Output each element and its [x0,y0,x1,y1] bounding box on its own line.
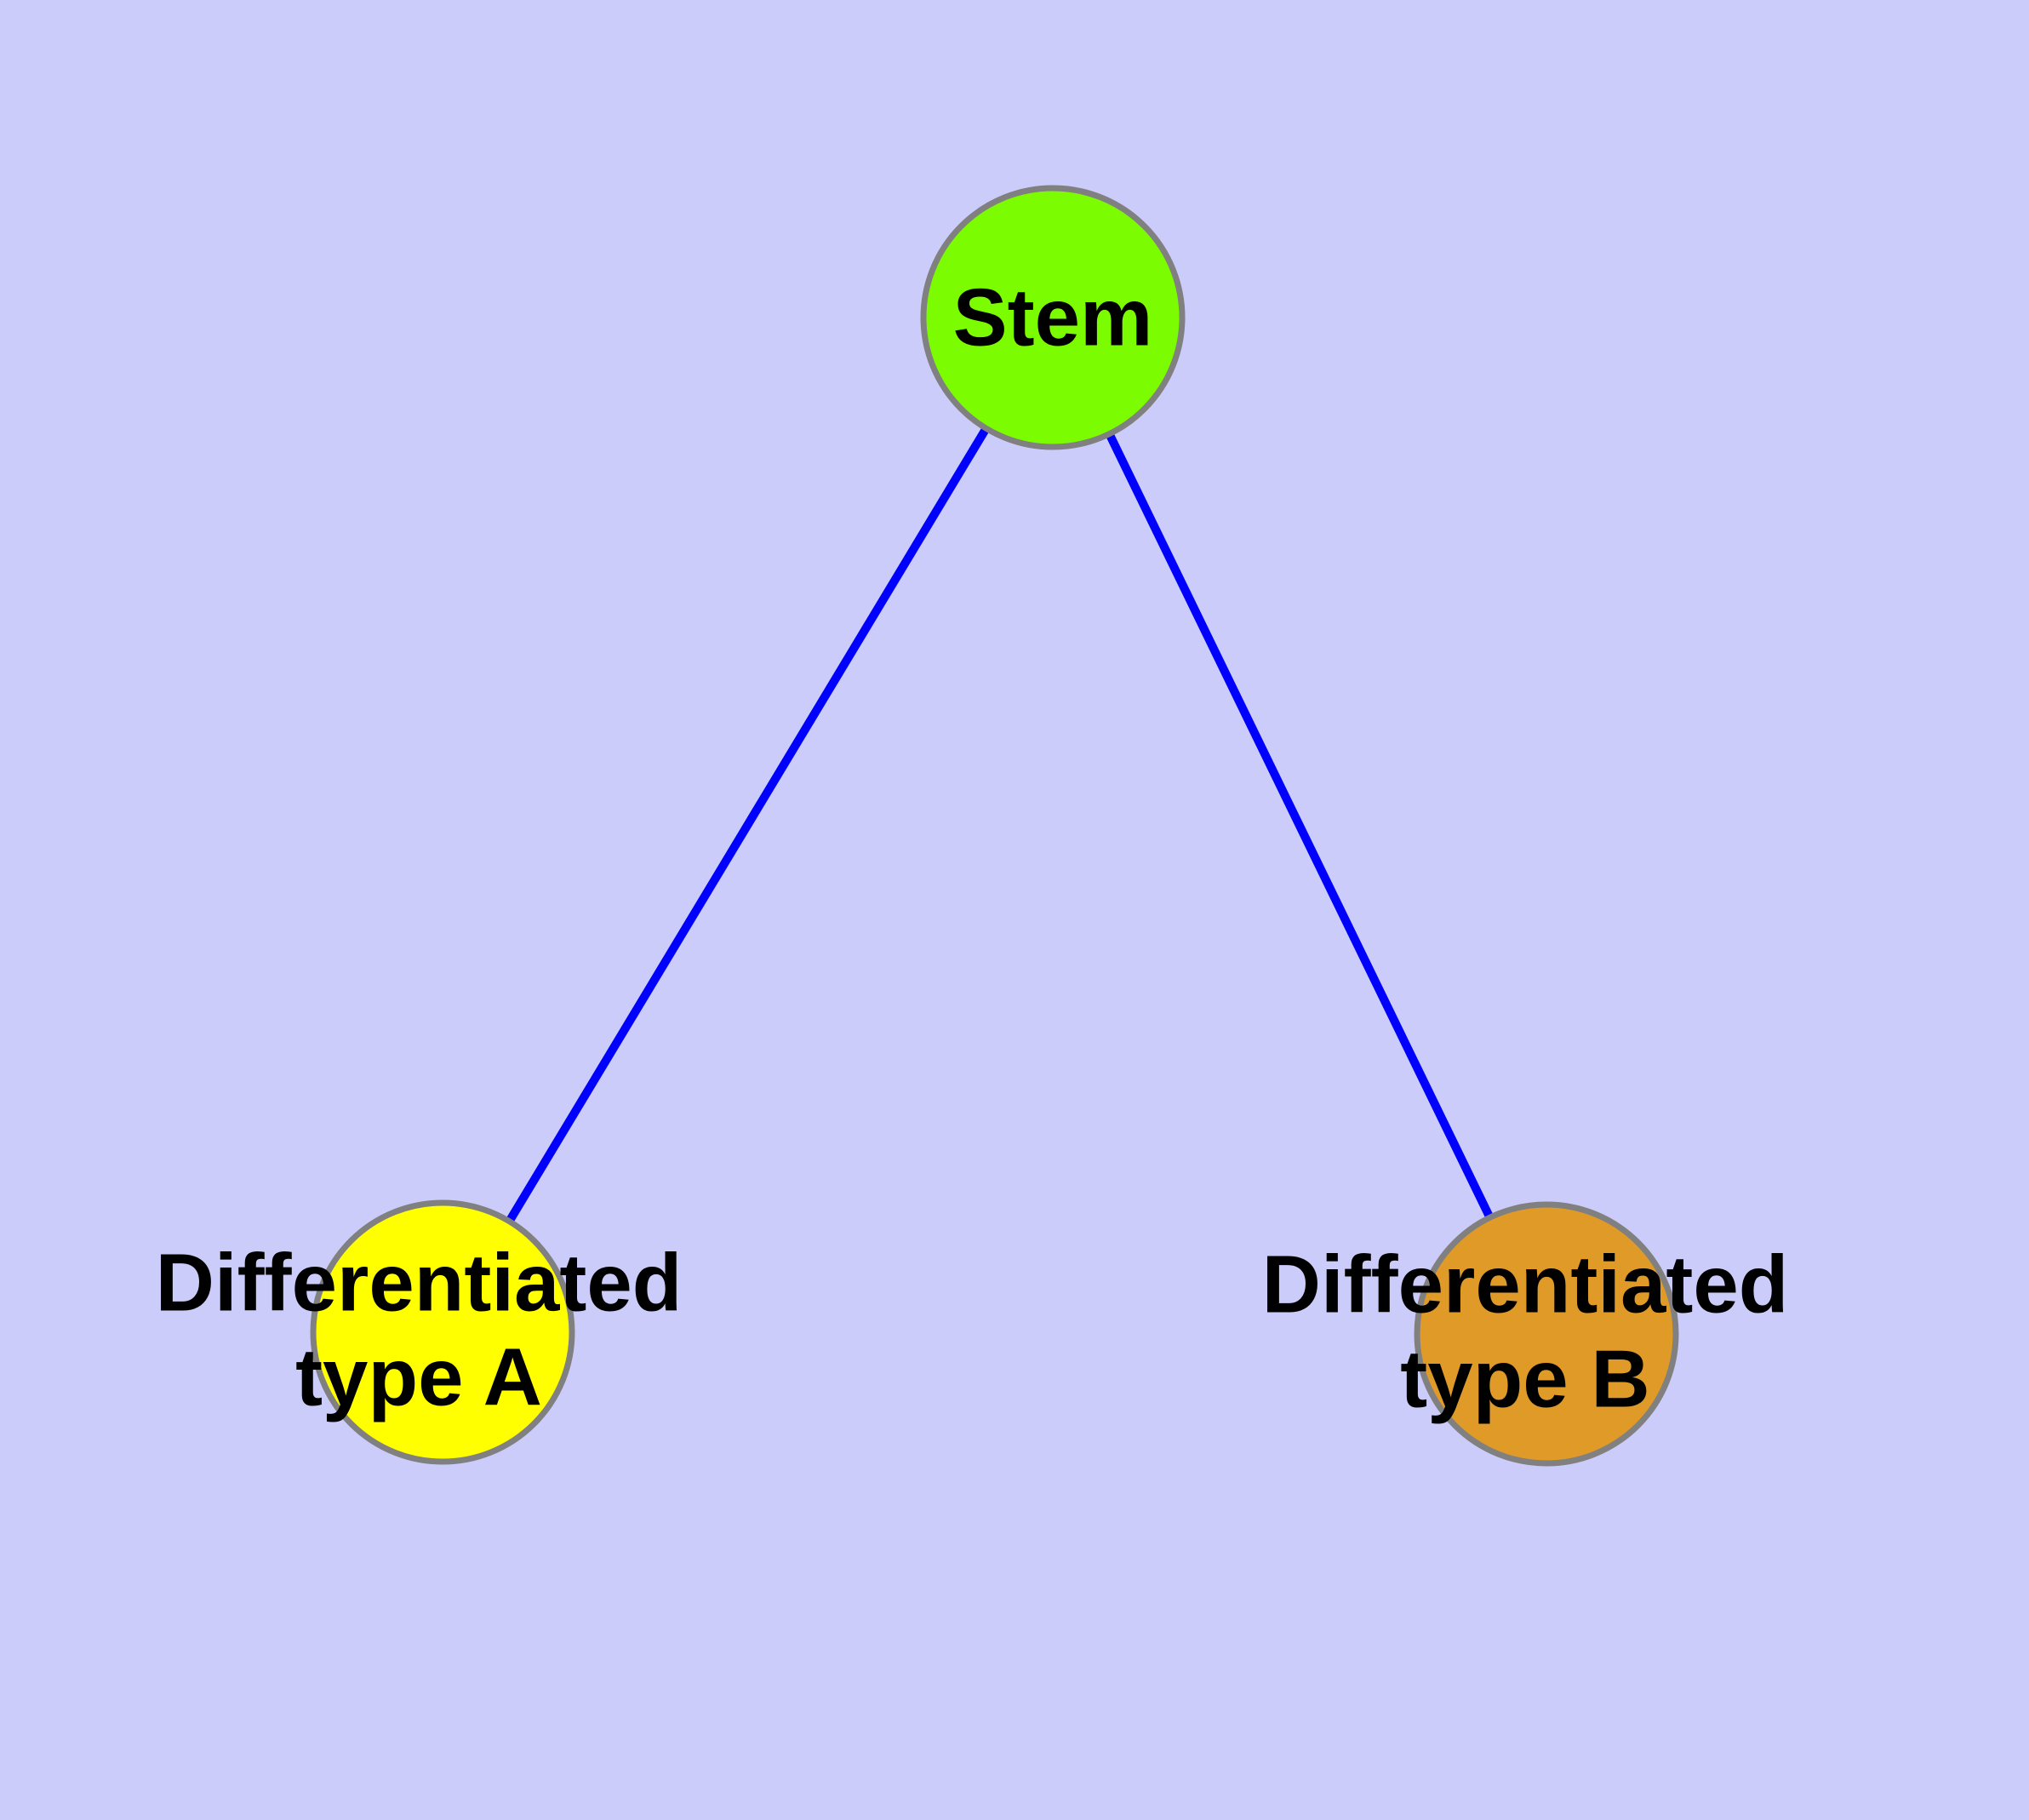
node-stem[interactable] [920,185,1186,450]
node-layer [310,185,1679,1467]
node-differentiated-type-b[interactable] [1414,1201,1679,1467]
node-differentiated-type-a[interactable] [310,1199,575,1465]
edge-stem-to-differentiated-type-b[interactable] [1049,315,1551,1336]
edge-stem-to-differentiated-type-a[interactable] [438,315,1057,1335]
edge-layer [438,315,1551,1336]
